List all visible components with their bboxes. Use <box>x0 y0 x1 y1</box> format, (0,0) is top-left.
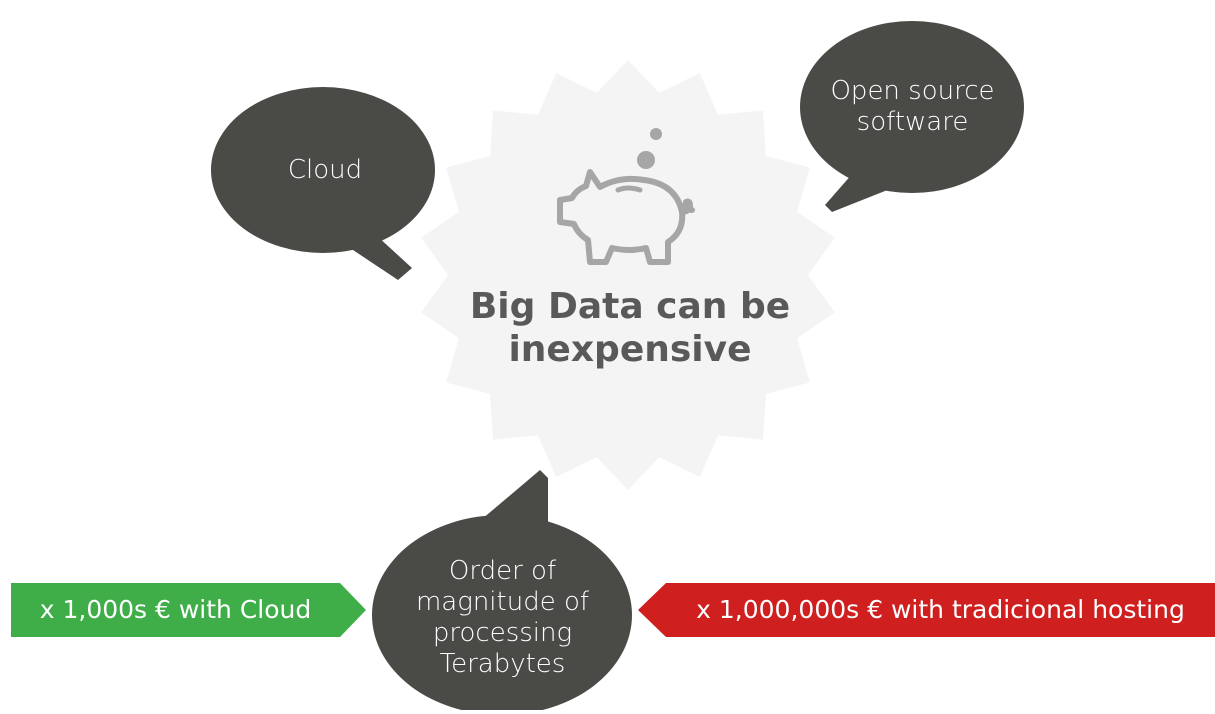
order-line-2: magnitude of <box>415 587 590 617</box>
cloud-bubble-label: Cloud <box>230 135 420 205</box>
cloud-bubble <box>211 87 435 280</box>
title: Big Data can be inexpensive <box>430 285 830 371</box>
order-bubble <box>372 470 632 714</box>
piggy-bank-icon <box>557 128 695 265</box>
title-line-1: Big Data can be <box>469 286 791 327</box>
coin-large-icon <box>637 151 655 169</box>
cloud-cost-arrow <box>11 583 366 637</box>
order-line-4: Terabytes <box>439 649 566 679</box>
starburst-shape <box>421 60 835 490</box>
open-source-bubble-label: Open source software <box>810 67 1015 147</box>
cloud-cost-label: x 1,000s € with Cloud <box>18 583 333 637</box>
traditional-cost-arrow <box>638 583 1215 637</box>
traditional-cost-label: x 1,000,000s € with tradicional hosting <box>668 583 1213 637</box>
open-source-bubble <box>800 21 1024 212</box>
order-line-1: Order of <box>448 556 557 586</box>
traditional-cost-text: x 1,000,000s € with tradicional hosting <box>696 595 1185 624</box>
open-source-line-2: software <box>856 107 969 137</box>
open-source-line-1: Open source <box>830 76 995 106</box>
coin-small-icon <box>650 128 662 140</box>
order-line-3: processing <box>432 618 573 648</box>
order-bubble-label: Order of magnitude of processing Terabyt… <box>395 553 610 683</box>
title-line-2: inexpensive <box>508 329 752 370</box>
cloud-cost-text: x 1,000s € with Cloud <box>39 595 312 624</box>
cloud-bubble-text: Cloud <box>287 154 363 185</box>
